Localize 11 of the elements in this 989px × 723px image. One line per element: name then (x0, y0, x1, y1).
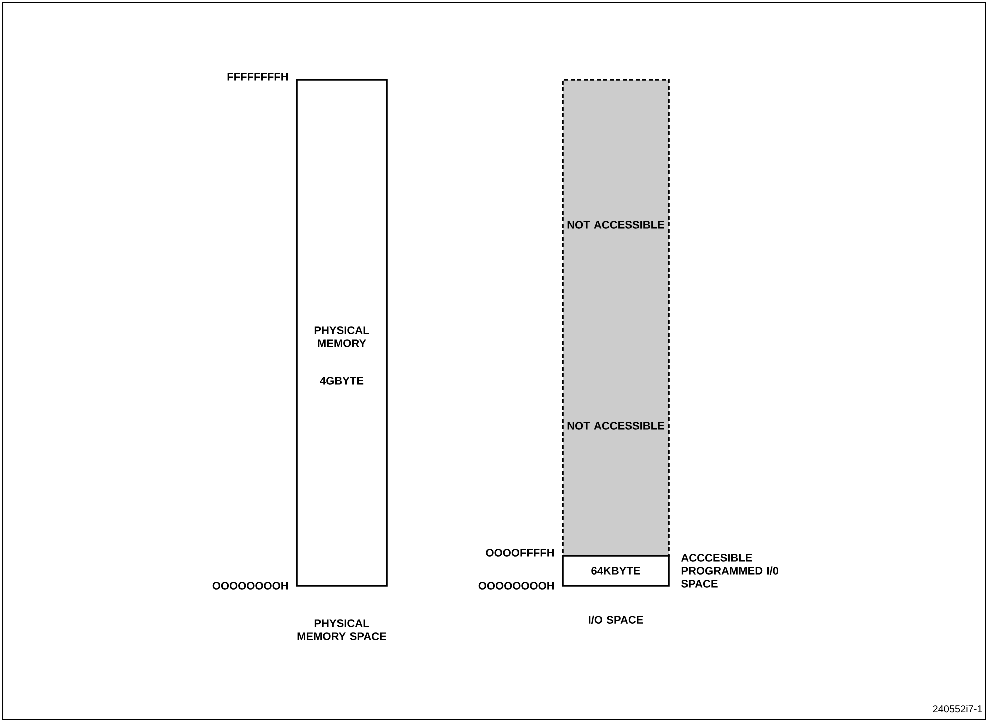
space-caption: I/O SPACE (589, 616, 644, 624)
space-caption: PHYSICAL MEMORY SPACE (298, 620, 386, 640)
figure-number: 240552i7-1 (933, 705, 982, 713)
address-label: FFFFFFFFH (228, 73, 288, 81)
memory-region: 64KBYTE (562, 555, 670, 587)
address-label: OOOOFFFFH (486, 549, 554, 557)
memory-region: PHYSICAL MEMORY 4GBYTE (296, 79, 388, 587)
region-caption: ACCCESIBLE PROGRAMMED I/0 SPACE (681, 554, 779, 588)
shaded-region: NOT ACCESSIBLE NOT ACCESSIBLE (562, 79, 670, 557)
address-label: OOOOOOOOH (212, 582, 288, 590)
address-label: OOOOOOOOH (478, 582, 554, 590)
